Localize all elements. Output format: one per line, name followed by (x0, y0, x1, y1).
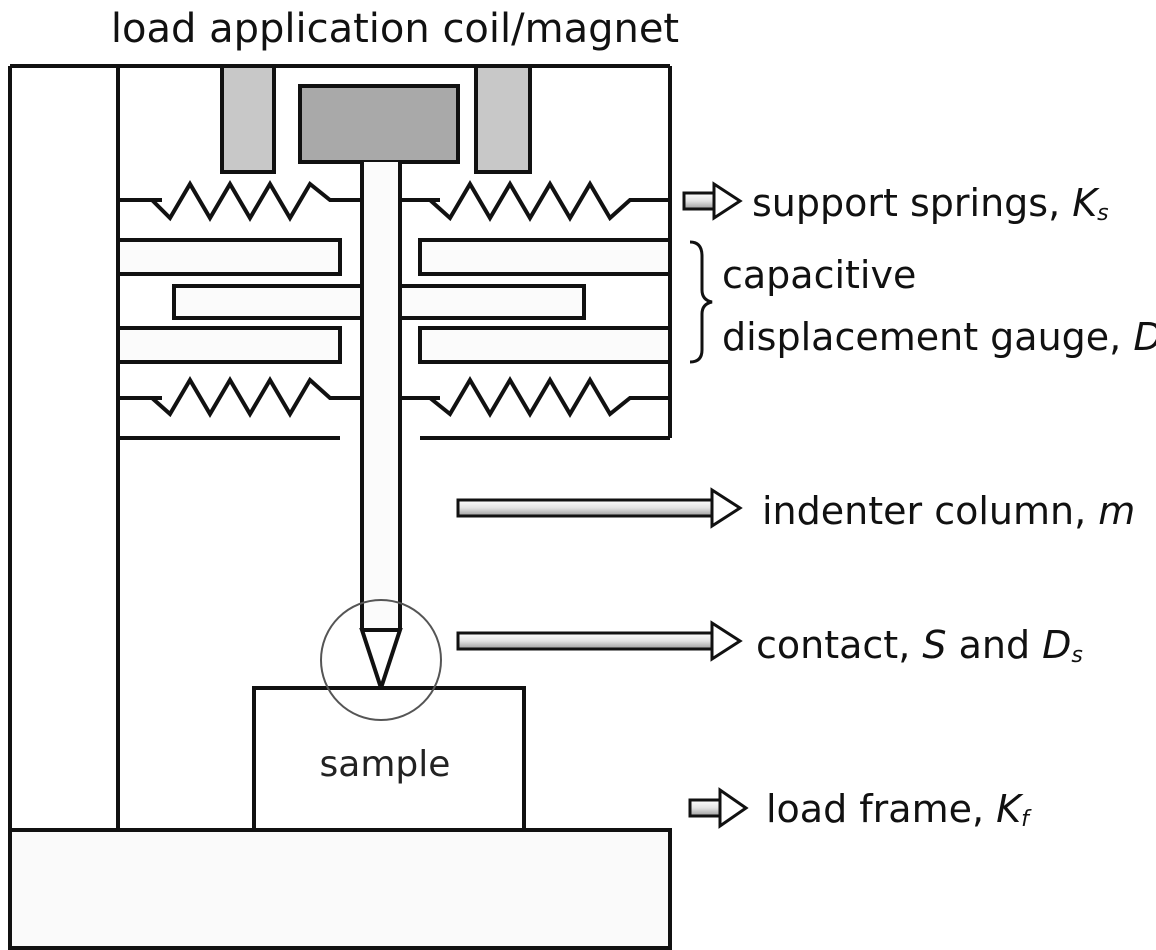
indenter-tip (359, 628, 403, 695)
lower-springs (118, 376, 670, 418)
magnet (298, 84, 460, 164)
load-application-label: load application coil/magnet (111, 6, 679, 52)
contact-label: contact, S and Ds (756, 623, 1083, 668)
indenter-column-label: indenter column, m (762, 489, 1135, 533)
capacitive-label-line1: capacitive (722, 253, 916, 297)
load-frame-base (8, 828, 672, 950)
upper-springs (118, 180, 670, 222)
indenter-column (359, 162, 403, 695)
outer-frame (8, 64, 672, 830)
contact-circle (320, 599, 442, 721)
indenter-column-arrow (456, 487, 743, 529)
gauge-plate-bottom-left (116, 326, 342, 364)
support-springs-label: support springs, Ks (752, 181, 1109, 226)
load-frame-label: load frame, Kf (766, 787, 1032, 832)
load-frame-arrow (688, 787, 749, 829)
support-springs-arrow (682, 181, 743, 221)
gauge-plate-top-right (418, 238, 672, 276)
gauge-brace (689, 240, 713, 364)
coil-left (220, 64, 276, 174)
coil-right (474, 64, 532, 174)
gauge-plate-top-left (116, 238, 342, 276)
contact-arrow (456, 620, 743, 662)
sample-block (252, 686, 526, 832)
sample-label: sample (320, 744, 451, 785)
gauge-plate-bottom-right (418, 326, 672, 364)
capacitive-label-line2: displacement gauge, Dl (722, 315, 1156, 360)
